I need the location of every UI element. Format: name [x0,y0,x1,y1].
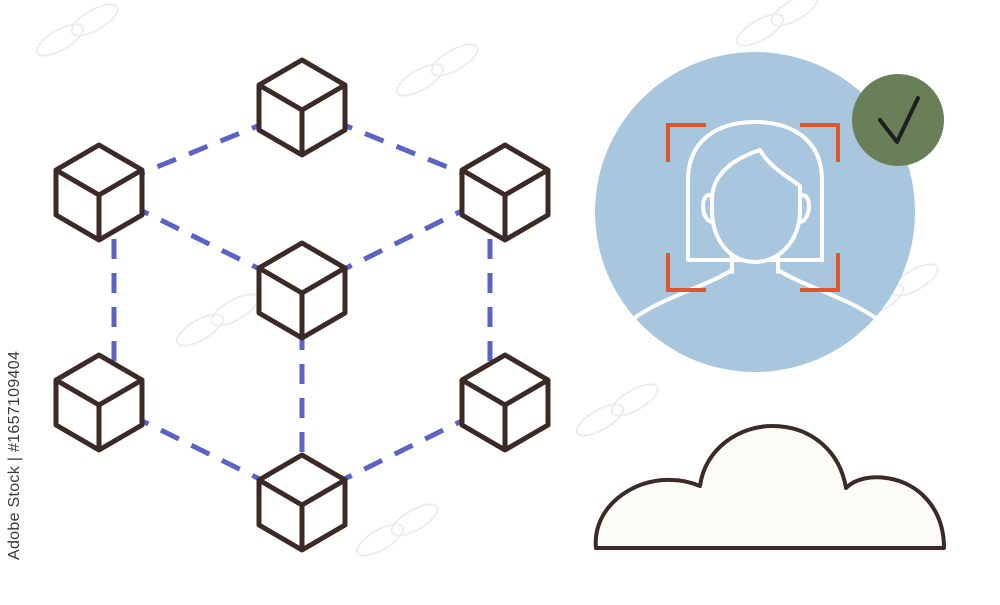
badge-circle [852,74,944,166]
scan-corner-top-right [800,123,840,162]
left-ear [701,193,714,224]
scan-corner-bottom-left [666,253,706,292]
scan-frame [666,123,840,292]
cube-upper-left [56,145,142,240]
cube-lower-right [462,355,548,450]
stock-id-watermark: Adobe Stock | #1657109404 [6,350,23,560]
hair-outline [686,120,824,262]
cube-bottom [259,455,345,550]
face-recognition-icon [595,52,915,372]
blockchain-cube-network-icon [56,60,548,550]
cube-top [259,60,345,155]
cube-upper-right [462,145,548,240]
face-outline [710,148,802,264]
checkmark-icon [878,96,920,144]
verified-badge [852,74,944,166]
scan-corner-bottom-right [800,253,840,292]
scan-corner-top-left [666,123,706,162]
cloud-icon [593,424,946,550]
right-ear [798,193,811,224]
cube-center [259,243,345,338]
cube-lower-left [56,355,142,450]
